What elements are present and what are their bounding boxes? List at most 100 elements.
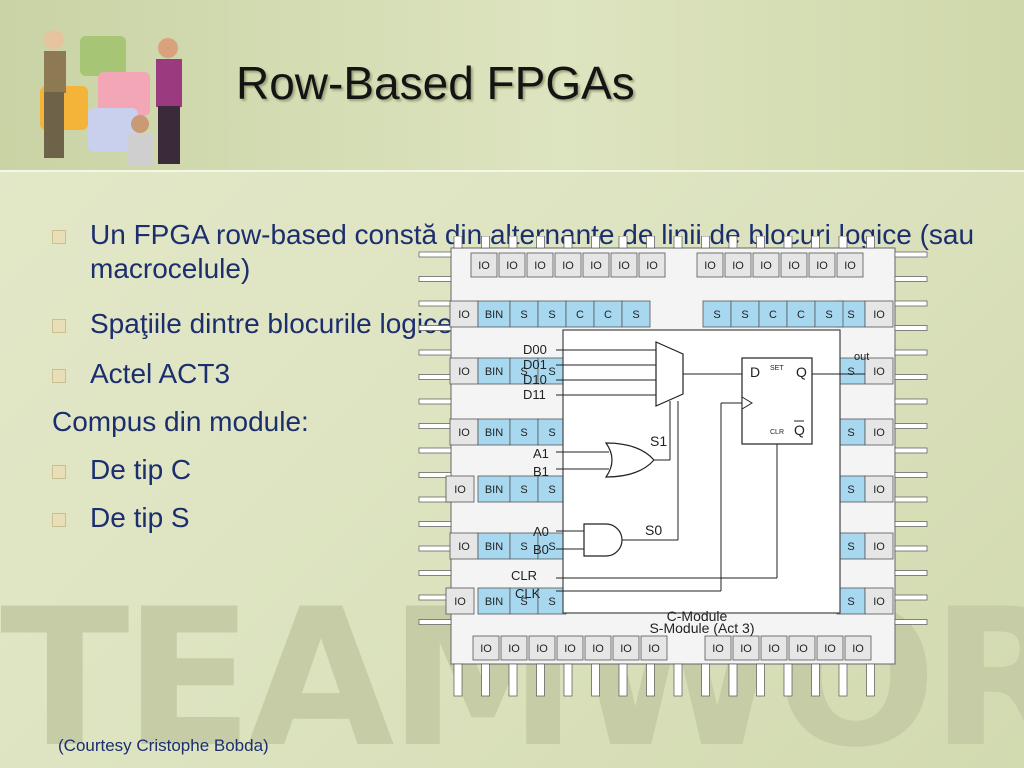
bullet-text: De tip C xyxy=(90,454,192,485)
io-pin xyxy=(894,594,928,601)
io-cell-label: IO xyxy=(740,643,752,655)
io-cell xyxy=(528,635,556,661)
io-cell xyxy=(732,635,760,661)
s-c-cell-label: S xyxy=(713,309,720,321)
io-pin xyxy=(894,374,928,380)
bullet-item: Actel ACT3 xyxy=(52,357,1002,391)
bin-cell-label: BIN xyxy=(485,309,503,321)
s-cell-label: S xyxy=(548,541,555,553)
io-pin xyxy=(866,236,875,249)
s-cell-label: S xyxy=(847,427,854,439)
bullet-item: De tip C xyxy=(52,453,1002,487)
logic-cell xyxy=(565,300,595,328)
io-pin xyxy=(536,663,545,697)
s-cell xyxy=(509,300,539,328)
c-module-label: C-Module xyxy=(667,608,728,624)
logic-cell-label: C xyxy=(576,309,584,321)
io-pin xyxy=(894,423,928,429)
io-cell xyxy=(470,252,498,278)
bullet-text: Compus din module: xyxy=(52,406,309,437)
io-cell xyxy=(864,532,894,560)
ff-q-label: Q xyxy=(796,364,807,380)
io-pin xyxy=(646,663,655,697)
bullet-text: Actel ACT3 xyxy=(90,358,231,389)
s-cell-label: S xyxy=(520,309,527,321)
bin-cell-label: BIN xyxy=(485,427,503,439)
and-input-label: B0 xyxy=(533,542,549,557)
io-pin xyxy=(838,236,848,249)
io-pin xyxy=(536,236,545,249)
io-cell xyxy=(500,635,528,661)
bin-cell-label: BIN xyxy=(485,366,503,378)
s-cell-label: S xyxy=(548,484,555,496)
s-cell xyxy=(537,475,567,503)
out-label: out xyxy=(854,351,869,363)
io-cell xyxy=(449,532,479,560)
io-pin xyxy=(563,236,573,249)
io-cell xyxy=(449,418,479,446)
io-cell xyxy=(704,635,732,661)
io-pin xyxy=(418,545,452,552)
io-cell-label: IO xyxy=(873,596,885,608)
io-pin xyxy=(894,496,928,503)
io-pin xyxy=(418,398,452,405)
bin-cell-label: BIN xyxy=(485,596,503,608)
io-cell xyxy=(498,252,526,278)
logic-cell-label: C xyxy=(604,309,612,321)
bullet-item: Compus din module: xyxy=(52,405,1002,439)
io-pin xyxy=(618,663,628,697)
bullet-marker xyxy=(52,513,66,527)
io-cell-label: IO xyxy=(646,260,658,272)
io-pin xyxy=(418,349,452,356)
io-cell-label: IO xyxy=(873,541,885,553)
io-pin xyxy=(894,545,928,552)
io-cell xyxy=(864,357,894,385)
io-cell-label: IO xyxy=(562,260,574,272)
io-pin xyxy=(481,236,490,249)
io-pin xyxy=(618,236,628,249)
s-cell xyxy=(509,532,539,560)
s-cell xyxy=(537,532,567,560)
logic-cell-label: S xyxy=(632,309,639,321)
bin-cell xyxy=(477,300,511,328)
bin-cell-label: BIN xyxy=(485,541,503,553)
io-pin xyxy=(673,663,683,697)
s-cell-label: S xyxy=(520,366,527,378)
bullet-text: Un FPGA row-based constă din alternanţe … xyxy=(90,219,975,284)
io-pin xyxy=(866,663,875,697)
ff-qbar-label: Q xyxy=(794,422,805,438)
io-cell-label: IO xyxy=(458,309,470,321)
io-cell xyxy=(449,357,479,385)
io-pin xyxy=(811,663,820,697)
bullet-marker xyxy=(52,319,66,333)
io-cell-label: IO xyxy=(760,260,772,272)
io-cell xyxy=(844,635,872,661)
io-pin xyxy=(894,398,928,405)
or-input-label: B1 xyxy=(533,464,549,479)
s-cell xyxy=(836,532,866,560)
io-pin xyxy=(894,276,928,282)
io-pin xyxy=(783,236,793,249)
io-cell-label: IO xyxy=(852,643,864,655)
io-cell-label: IO xyxy=(458,427,470,439)
io-cell xyxy=(556,635,584,661)
io-cell xyxy=(472,635,500,661)
io-pin xyxy=(453,236,463,249)
io-cell xyxy=(816,635,844,661)
io-cell-label: IO xyxy=(458,541,470,553)
io-cell xyxy=(526,252,554,278)
s-cell xyxy=(537,418,567,446)
io-cell-label: IO xyxy=(454,484,466,496)
io-pin xyxy=(481,663,490,697)
s-cell-label: S xyxy=(520,541,527,553)
io-cell xyxy=(554,252,582,278)
io-cell-label: IO xyxy=(873,484,885,496)
s-cell-label: S xyxy=(847,596,854,608)
bullet-marker xyxy=(52,230,66,244)
and-input-label: A0 xyxy=(533,524,549,539)
io-cell-label: IO xyxy=(618,260,630,272)
s1-label: S1 xyxy=(650,433,667,449)
or-gate-symbol xyxy=(604,442,655,478)
io-cell-label: IO xyxy=(712,643,724,655)
